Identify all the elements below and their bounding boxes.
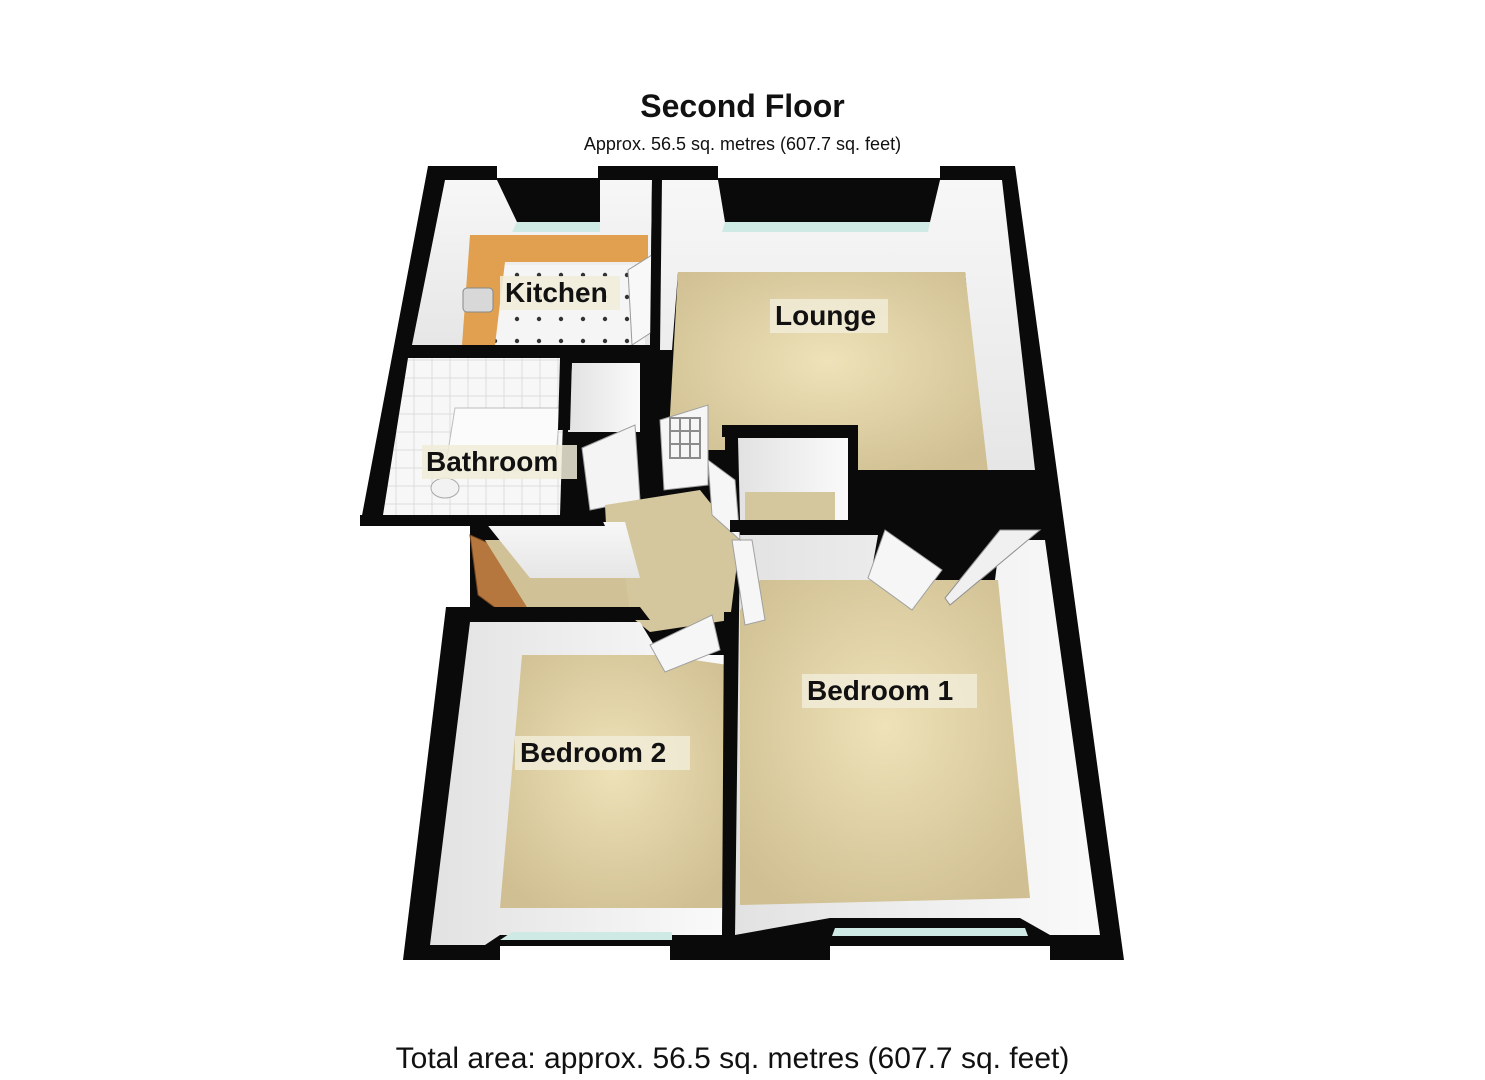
label-bg-kitchen: [500, 276, 620, 310]
floor-title: Second Floor: [640, 88, 845, 124]
label-bg-lounge: [770, 299, 888, 333]
wall-bed2-top: [455, 607, 650, 620]
bedroom-1-window: [832, 928, 1028, 936]
bedroom-2-window: [500, 932, 672, 940]
wall-cupboard-top: [722, 425, 858, 437]
wall-bathroom-hall: [558, 358, 572, 430]
floor-area-subtitle: Approx. 56.5 sq. metres (607.7 sq. feet): [583, 134, 902, 154]
kitchen-window: [512, 222, 600, 232]
total-area-footer: Total area: approx. 56.5 sq. metres (607…: [395, 1042, 1070, 1075]
internal-walls: [360, 178, 1040, 935]
wall-bedrooms-divider: [722, 612, 736, 935]
lounge-carpet: [668, 272, 988, 472]
wall-bathroom-bottom: [360, 515, 605, 526]
room-label-kitchen: Kitchen: [505, 277, 608, 308]
bedroom-2-room: [430, 614, 728, 945]
wall-kitchen-bathroom: [403, 345, 650, 358]
kitchen-worktop: [462, 235, 648, 345]
entrance-wall-face: [485, 522, 640, 578]
wall-cupboard-bottom: [730, 520, 882, 532]
sink-icon: [462, 287, 494, 313]
room-label-bedroom-1: Bedroom 1: [807, 675, 953, 706]
label-bg-bedroom-2: [515, 736, 690, 770]
room-label-lounge: Lounge: [775, 300, 876, 331]
hall-cupboard-floor: [745, 492, 835, 520]
wardrobe-door: [944, 529, 1042, 606]
wall-lounge-bedroom1: [850, 470, 1040, 482]
cupboard-door-grid: [669, 417, 701, 459]
room-label-bedroom-2: Bedroom 2: [520, 737, 666, 768]
toilet-icon: [430, 477, 460, 499]
bedroom-2-door: [649, 614, 721, 673]
lounge-window: [722, 222, 930, 232]
bedroom-2-carpet: [500, 655, 728, 908]
label-bg-bedroom-1: [802, 674, 977, 708]
wall-kitchen-lounge: [650, 178, 662, 350]
hallway-floor: [605, 490, 740, 632]
bedroom-1-door: [867, 529, 943, 611]
label-bg-bathroom: [422, 445, 577, 479]
bedroom-1-room: [707, 458, 1100, 936]
lounge-room: [660, 180, 1035, 472]
linen-cupboard-door: [659, 404, 709, 491]
lounge-wall-faces: [660, 180, 1035, 470]
hallway: [469, 404, 848, 632]
wall-cupboard-right: [848, 425, 858, 522]
bedroom-1-entry-door: [731, 539, 766, 626]
room-labels: Kitchen Lounge Bathroom Bedroom 1 Bedroo…: [422, 276, 977, 770]
room-label-bathroom: Bathroom: [426, 446, 558, 477]
bedroom-1-carpet: [740, 580, 1030, 905]
bathroom-cupboard: [568, 363, 640, 432]
